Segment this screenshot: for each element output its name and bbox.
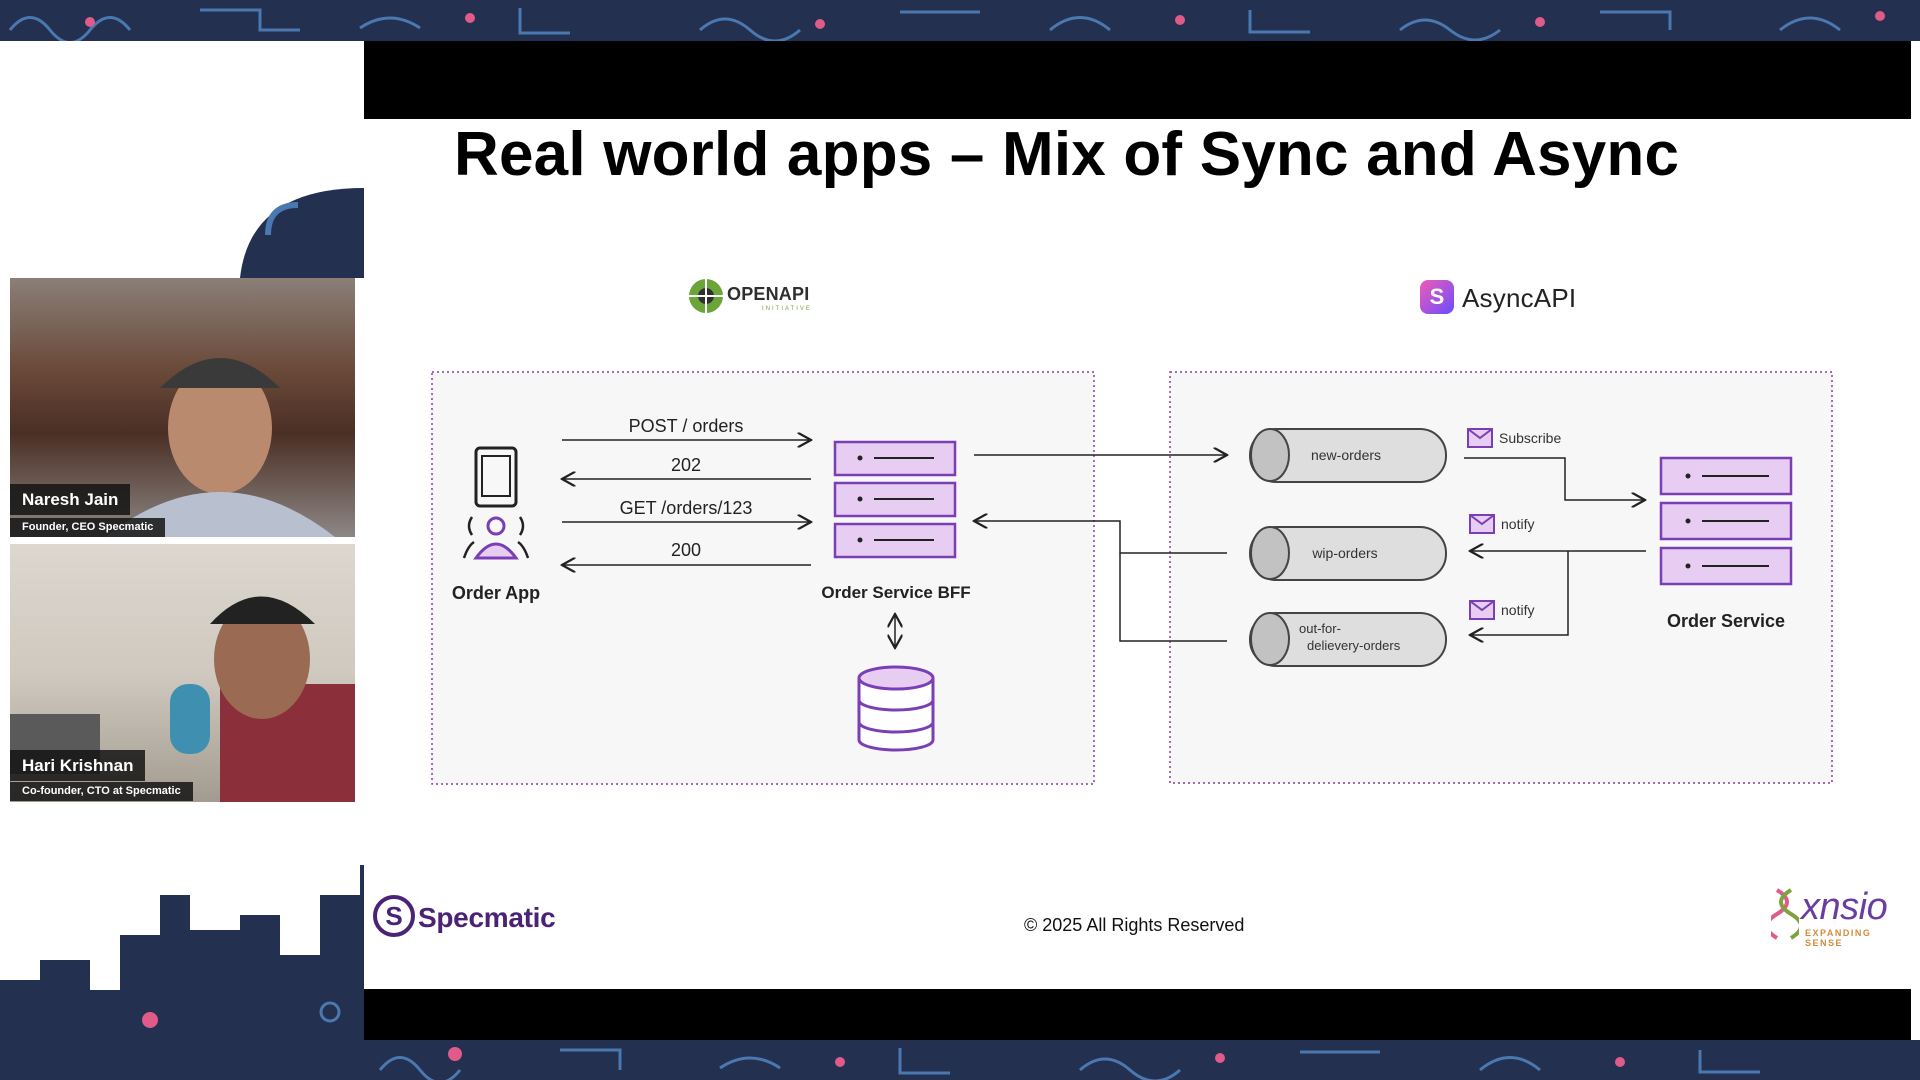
envelope-icon	[1469, 600, 1495, 620]
topic-queue	[1249, 428, 1447, 483]
consume-arrow	[974, 521, 1227, 554]
architecture-diagram: Order App POST / orders 202 GET /orders/…	[431, 371, 1833, 785]
letterbox-top	[364, 41, 1911, 119]
envelope-icon	[1469, 514, 1495, 534]
pattern-decoration	[8, 8, 1885, 41]
top-decor-band	[0, 0, 1920, 41]
participant-video-tile[interactable]: Naresh Jain Founder, CEO Specmatic	[10, 278, 355, 537]
notify-arrow	[1470, 551, 1569, 635]
response-label: 200	[671, 540, 701, 560]
letterbox-bottom	[364, 989, 1911, 1040]
topic-label: out-for-delievery-orders	[1299, 621, 1401, 653]
response-label: 202	[671, 455, 701, 475]
subscribe-arrow	[1464, 457, 1645, 500]
participant-name: Hari Krishnan	[10, 750, 146, 781]
participant-video-tile[interactable]: Hari Krishnan Co-founder, CTO at Specmat…	[10, 544, 355, 802]
order-app-label: Order App	[452, 583, 540, 603]
envelope-icon	[1467, 428, 1493, 448]
openapi-logo-icon	[689, 279, 723, 313]
participant-video	[10, 596, 355, 802]
request-label: GET /orders/123	[620, 498, 753, 518]
order-service-label: Order Service	[1667, 611, 1785, 631]
topic-label: new-orders	[1311, 447, 1381, 463]
server-stack-icon	[833, 440, 957, 559]
participant-name: Naresh Jain	[10, 484, 131, 515]
openapi-logo-text: OPENAPI	[727, 284, 810, 304]
topic-queue	[1249, 612, 1447, 667]
sync-boundary	[431, 371, 1095, 785]
xnsio-logo-icon	[1765, 888, 1803, 940]
request-label: POST / orders	[629, 416, 744, 436]
specmatic-logo-icon: S	[373, 895, 415, 937]
database-icon	[857, 665, 935, 752]
slide-content: Real world apps – Mix of Sync and Async …	[364, 0, 1911, 1040]
user-icon	[462, 516, 530, 560]
bottom-decor-band	[0, 1040, 1920, 1080]
action-label: notify	[1501, 602, 1534, 618]
participant-role: Co-founder, CTO at Specmatic	[10, 782, 193, 801]
topic-label: wip-orders	[1311, 545, 1377, 561]
mobile-phone-icon	[474, 446, 518, 508]
pattern-decoration	[378, 1047, 1760, 1080]
participant-role: Founder, CEO Specmatic	[10, 518, 166, 537]
action-label: notify	[1501, 516, 1534, 532]
svg-text:S: S	[385, 901, 402, 931]
xnsio-logo: xnsio EXPANDING SENSE	[1765, 886, 1888, 948]
topic-queue	[1249, 526, 1447, 581]
action-label: Subscribe	[1499, 430, 1561, 446]
specmatic-brand-text: Specmatic	[418, 902, 556, 933]
bff-label: Order Service BFF	[821, 583, 970, 602]
asyncapi-logo-text: AsyncAPI	[1462, 283, 1577, 313]
slide-title: Real world apps – Mix of Sync and Async	[454, 120, 1680, 189]
specmatic-logo: S Specmatic	[372, 894, 556, 943]
openapi-logo-subtext: INITIATIVE	[762, 306, 812, 312]
topic-label-line: out-for-	[1299, 621, 1341, 636]
server-stack-icon	[1659, 456, 1793, 586]
asyncapi-logo-icon: S	[1420, 280, 1454, 314]
xnsio-tagline: EXPANDING SENSE	[1805, 928, 1872, 948]
xnsio-wordmark: xnsio	[1801, 886, 1888, 928]
openapi-logo: OPENAPI INITIATIVE	[686, 276, 810, 321]
copyright-text: © 2025 All Rights Reserved	[1024, 915, 1245, 935]
slide-side-decoration	[0, 188, 364, 1040]
consume-arrow	[1119, 553, 1227, 642]
topic-label-line: delievery-orders	[1307, 638, 1401, 653]
